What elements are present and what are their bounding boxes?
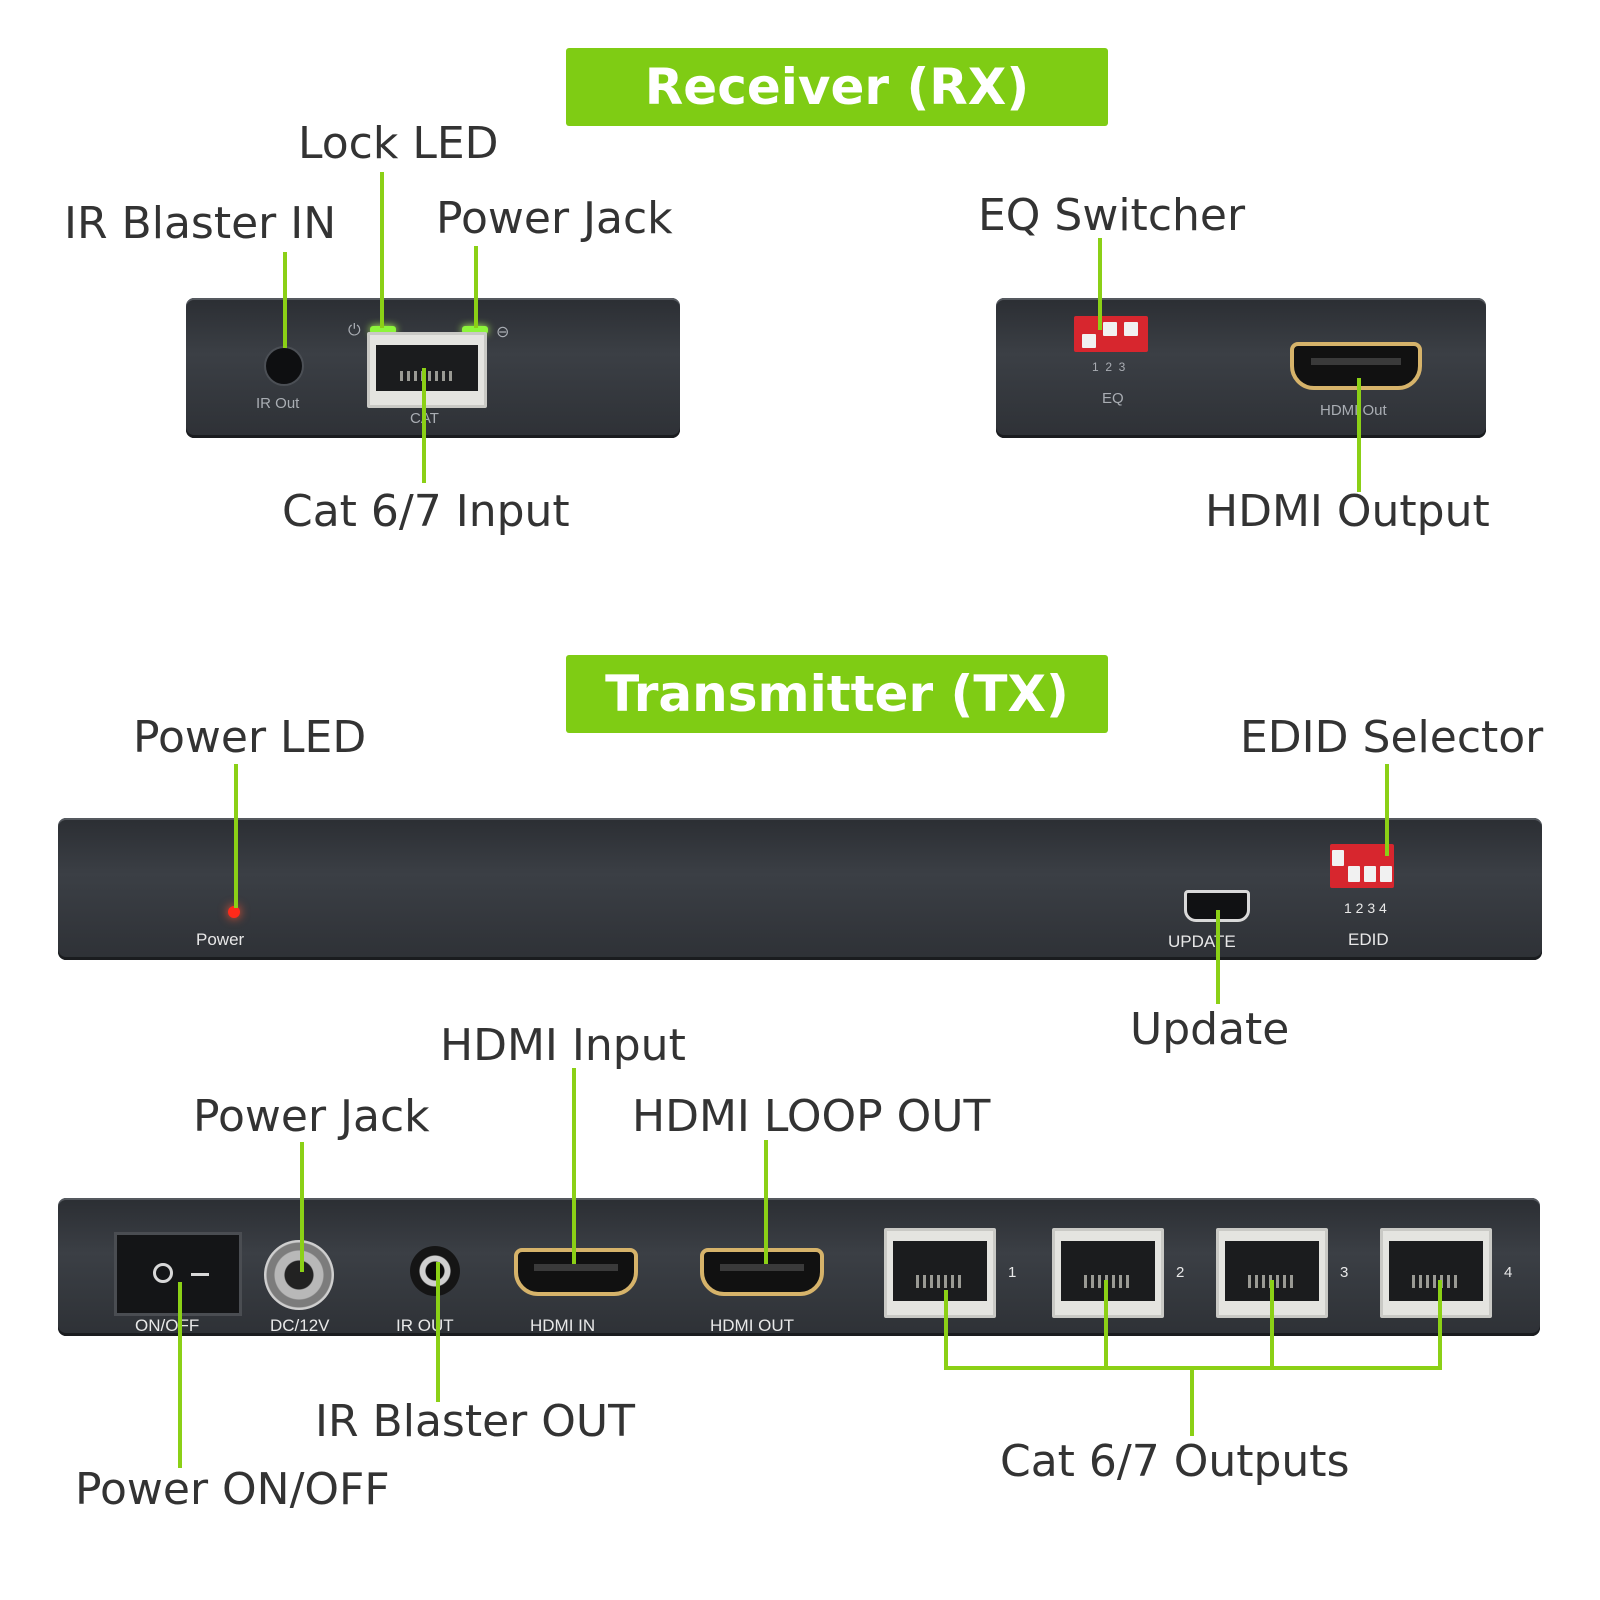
eq-switch-3[interactable] [1124,322,1138,336]
port-number-2: 2 [1176,1264,1185,1281]
power-led-leader [234,764,238,908]
cat-input-callout: Cat 6/7 Input [282,486,570,537]
power-label: Power [196,930,245,949]
update-leader [1216,910,1220,1004]
edid-switch-2[interactable] [1348,866,1360,882]
cat-output-port-1[interactable] [884,1228,996,1318]
hdmi-loop-out-leader [764,1140,768,1264]
edid-selector-leader [1385,764,1389,856]
hdmi-input-leader [572,1068,576,1264]
cat-input-leader [422,368,426,483]
hdmi-out-port[interactable] [700,1248,824,1296]
cat-output-port-4[interactable] [1380,1228,1492,1318]
update-callout: Update [1130,1004,1290,1055]
ir-blaster-out-leader [436,1262,440,1402]
cat-outputs-leader [1190,1366,1194,1436]
hdmi-out-port[interactable] [1290,342,1422,390]
cat-output-port-2[interactable] [1052,1228,1164,1318]
power-led-callout: Power LED [133,712,367,763]
hdmi-loop-out-callout: HDMI LOOP OUT [632,1091,991,1142]
hdmi-out-label: HDMI Out [1320,402,1387,419]
dc-label: DC/12V [270,1316,330,1335]
lock-led [370,326,396,334]
transmitter-banner: Transmitter (TX) [566,655,1108,733]
rx-power-jack-callout: Power Jack [436,193,673,244]
tx-power-led [228,906,240,918]
rx-power-jack-leader [474,246,478,328]
edid-switch-3[interactable] [1364,866,1376,882]
ir-blaster-in-leader [283,252,287,348]
hdmi-out-label: HDMI OUT [710,1316,795,1335]
eq-switch-1[interactable] [1082,334,1096,348]
receiver-banner: Receiver (RX) [566,48,1108,126]
hdmi-in-label: HDMI IN [530,1316,596,1335]
edid-label: EDID [1348,930,1389,949]
ir-out-label: IR Out [256,395,300,412]
power-on-off-callout: Power ON/OFF [75,1464,390,1515]
edid-dip-switch[interactable] [1330,844,1394,888]
cat-input-port[interactable] [367,332,487,408]
hdmi-in-port[interactable] [514,1248,638,1296]
ir-out-jack[interactable] [264,346,304,386]
link-symbol-icon: ⊖ [496,324,510,341]
tx-front-panel: Power UPDATE 1 2 3 4 EDID [58,818,1542,960]
port-number-3: 3 [1340,1264,1349,1281]
eq-label: EQ [1102,390,1124,407]
eq-switcher-callout: EQ Switcher [978,190,1246,241]
eq-numbers: 1 2 3 [1092,360,1126,374]
edid-numbers: 1 2 3 4 [1344,900,1387,916]
ir-out-label: IR OUT [396,1316,454,1335]
rx-rear-panel: 1 2 3 EQ HDMI Out [996,298,1486,438]
tx-rear-panel: ON/OFF DC/12V IR OUT HDMI IN HDMI OUT 1 … [58,1198,1540,1336]
update-label: UPDATE [1168,932,1236,951]
lock-led-leader [380,172,384,328]
eq-switcher-leader [1098,238,1102,330]
dc-power-jack[interactable] [264,1240,334,1310]
port-number-4: 4 [1504,1264,1513,1281]
ir-blaster-out-callout: IR Blaster OUT [315,1396,635,1447]
cat-port-2-leader [1104,1280,1108,1368]
edid-switch-4[interactable] [1380,866,1392,882]
tx-power-jack-callout: Power Jack [193,1091,430,1142]
cat-port-1-leader [944,1290,948,1368]
rx-front-panel: IR Out ⏻ ⊖ CAT [186,298,680,438]
power-led [462,326,488,334]
ir-out-jack[interactable] [410,1246,460,1296]
power-on-off-leader [178,1282,182,1468]
cat-port-4-leader [1438,1280,1442,1368]
on-off-label: ON/OFF [135,1316,200,1335]
edid-switch-1[interactable] [1332,850,1344,866]
eq-dip-switch[interactable] [1074,316,1148,352]
eq-switch-2[interactable] [1103,322,1117,336]
lock-led-callout: Lock LED [298,118,499,169]
cat-port-3-leader [1270,1280,1274,1368]
tx-power-jack-leader [300,1142,304,1272]
ir-blaster-in-callout: IR Blaster IN [64,198,337,249]
power-symbol-icon: ⏻ [348,322,361,339]
port-number-1: 1 [1008,1264,1017,1281]
edid-selector-callout: EDID Selector [1240,712,1544,763]
cat-outputs-callout: Cat 6/7 Outputs [1000,1436,1350,1487]
hdmi-input-callout: HDMI Input [440,1020,686,1071]
hdmi-output-leader [1357,378,1361,492]
hdmi-output-callout: HDMI Output [1205,486,1490,537]
